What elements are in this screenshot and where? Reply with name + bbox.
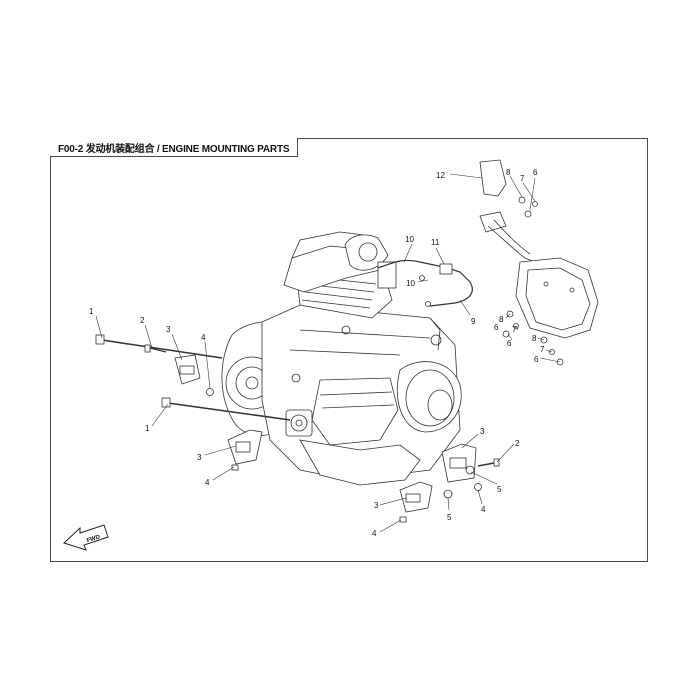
- long-bolt-upper: [95, 334, 223, 359]
- callout-3: 3: [480, 427, 485, 436]
- nut-4-bottom: [399, 516, 407, 523]
- callout-12: 12: [436, 171, 445, 180]
- mount-bracket-lower-left: [227, 429, 263, 465]
- nut-4-lower: [231, 464, 239, 471]
- nut-4-upper: [206, 388, 214, 396]
- callout-6: 6: [507, 339, 512, 348]
- callout-4: 4: [205, 478, 210, 487]
- callout-3: 3: [197, 453, 202, 462]
- callout-10: 10: [405, 235, 414, 244]
- callout-9: 9: [471, 317, 476, 326]
- engine-assembly: [221, 231, 462, 486]
- callout-11: 11: [431, 238, 440, 247]
- callout-2: 2: [140, 316, 145, 325]
- callout-5: 5: [497, 485, 502, 494]
- callout-6: 6: [494, 323, 499, 332]
- mount-bracket-bottom: [399, 481, 433, 513]
- short-bolt-right: [477, 458, 500, 467]
- callout-5: 5: [447, 513, 452, 522]
- callout-labels: 1 2 3 4 1 3 4 3 4 3 2 5 5 4 12 8 7 6 10 …: [89, 168, 545, 538]
- callout-8: 8: [506, 168, 511, 177]
- callout-4: 4: [201, 333, 206, 342]
- callout-3: 3: [374, 501, 379, 510]
- exhaust-gasket-plate: [479, 211, 546, 267]
- diagram-title-tab: F00-2 发动机装配组合 / ENGINE MOUNTING PARTS: [50, 138, 299, 157]
- breather-hose: [377, 259, 473, 307]
- callout-4: 4: [481, 505, 486, 514]
- callout-1: 1: [89, 307, 94, 316]
- mount-bracket-upper-left: [174, 354, 201, 385]
- callout-2: 2: [515, 439, 520, 448]
- washer-5-right: [465, 465, 475, 475]
- callout-6: 6: [533, 168, 538, 177]
- fwd-label: FWD: [86, 534, 101, 544]
- callout-8: 8: [532, 334, 537, 343]
- callout-7: 7: [512, 325, 517, 334]
- washer-5-bottom: [443, 489, 453, 499]
- heat-shield-12: [479, 159, 507, 197]
- callout-7: 7: [540, 345, 545, 354]
- fwd-arrow-icon: FWD: [63, 524, 109, 551]
- exhaust-cover: [515, 257, 599, 339]
- mount-bracket-right: [441, 443, 477, 483]
- callout-3: 3: [166, 325, 171, 334]
- leader-lines: [95, 173, 561, 533]
- nut-4-right: [474, 483, 482, 491]
- callout-4: 4: [372, 529, 377, 538]
- callout-6: 6: [534, 355, 539, 364]
- callout-1: 1: [145, 424, 150, 433]
- callout-8: 8: [499, 315, 504, 324]
- short-bolt-left: [144, 344, 167, 353]
- callout-10: 10: [406, 279, 415, 288]
- diagram-title: F00-2 发动机装配组合 / ENGINE MOUNTING PARTS: [58, 143, 290, 155]
- callout-7: 7: [520, 174, 525, 183]
